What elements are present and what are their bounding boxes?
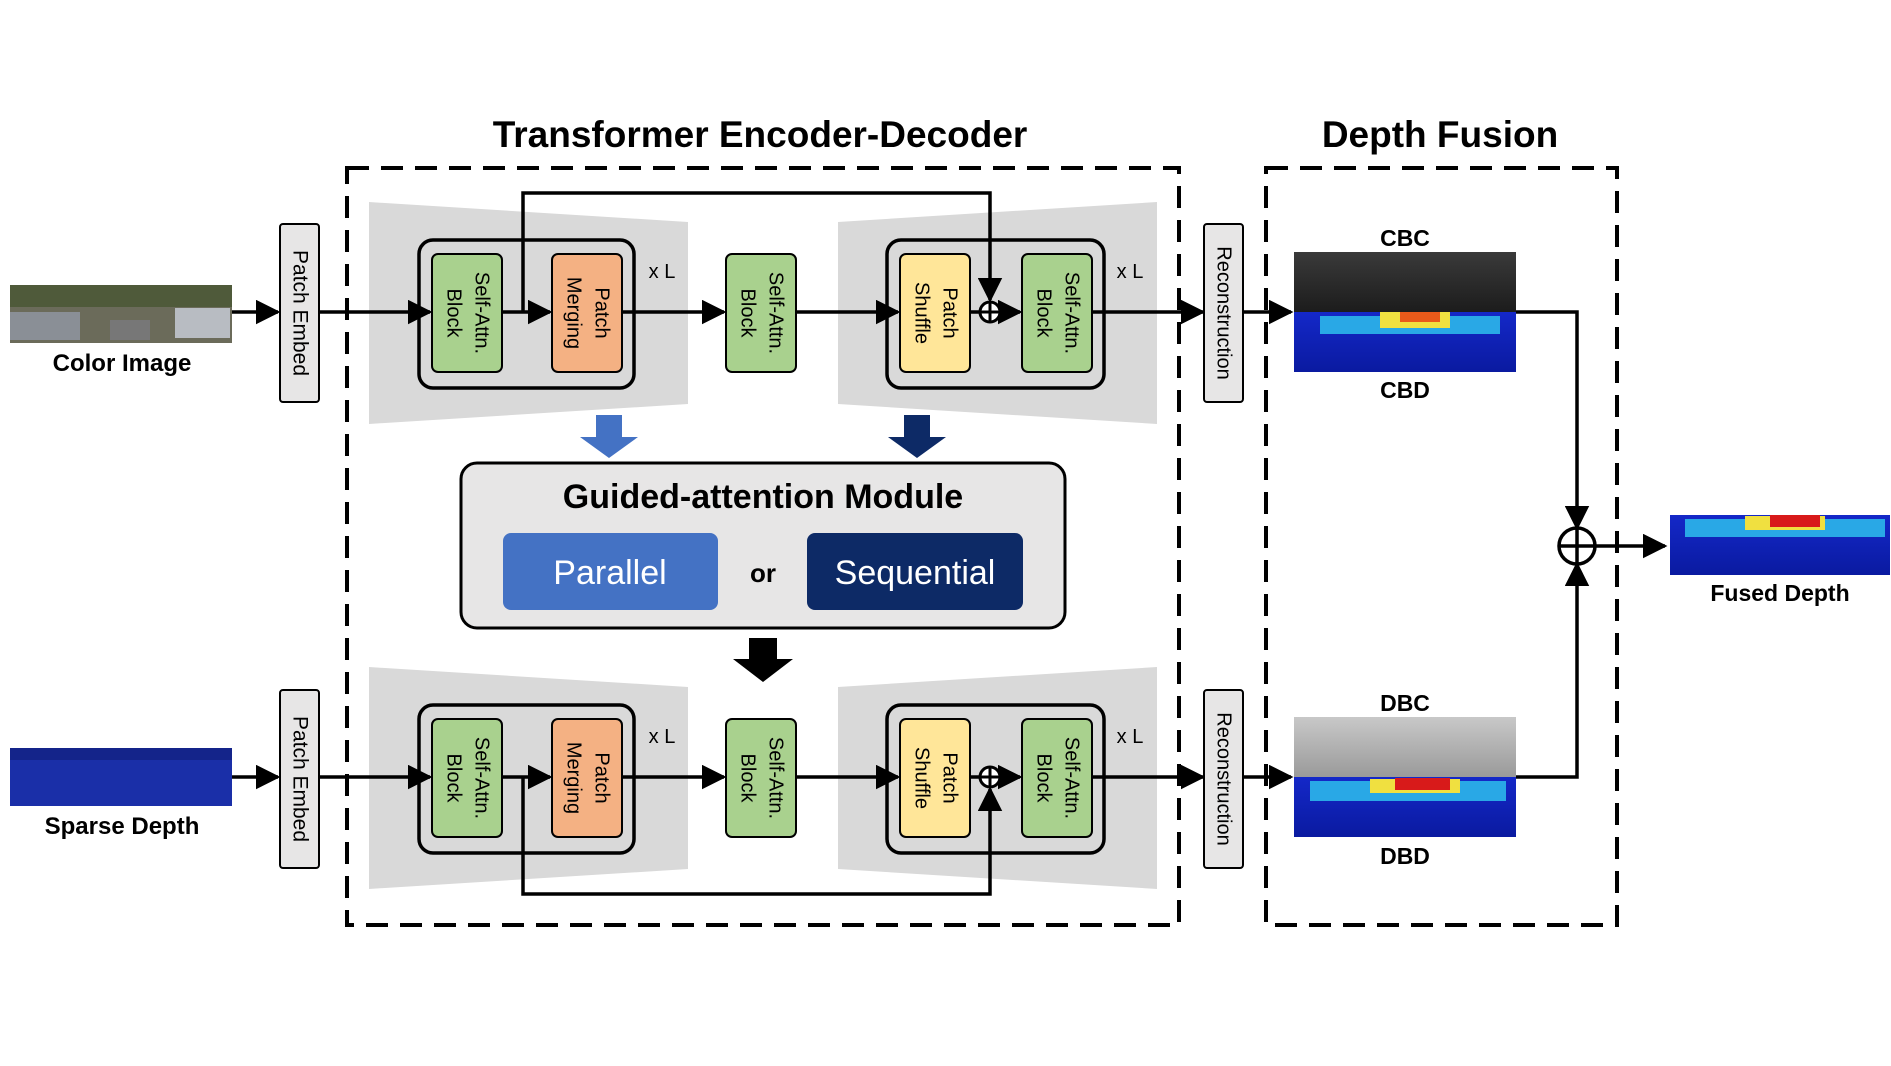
or-label: or bbox=[750, 558, 776, 588]
fused-depth-map bbox=[1670, 515, 1890, 575]
svg-text:Patch Embed: Patch Embed bbox=[288, 250, 311, 376]
patch-embed-top: Patch Embed bbox=[279, 223, 320, 403]
svg-text:Patch Embed: Patch Embed bbox=[288, 716, 311, 842]
dbc-map bbox=[1294, 717, 1516, 777]
repeat-dec-bottom: x L bbox=[1117, 726, 1144, 748]
patch-shuffle-top: Patch Shuffle bbox=[899, 253, 971, 373]
arrow-down-module bbox=[733, 638, 793, 682]
svg-text:Block: Block bbox=[737, 289, 759, 339]
svg-text:Merging: Merging bbox=[563, 277, 585, 349]
svg-text:Block: Block bbox=[443, 754, 465, 804]
svg-text:Block: Block bbox=[1033, 289, 1055, 339]
cbd-map bbox=[1294, 312, 1516, 372]
guided-attention-title: Guided-attention Module bbox=[563, 478, 963, 516]
dbc-label: DBC bbox=[1380, 690, 1430, 716]
svg-text:Patch: Patch bbox=[591, 287, 613, 338]
cbc-map bbox=[1294, 252, 1516, 312]
svg-text:Patch: Patch bbox=[939, 287, 961, 338]
svg-text:Block: Block bbox=[1033, 754, 1055, 804]
depth-fusion-heading: Depth Fusion bbox=[1322, 114, 1558, 155]
self-attn-block-enc-bottom: Self-Attn. Block bbox=[431, 718, 503, 838]
svg-text:Self-Attn.: Self-Attn. bbox=[765, 272, 787, 354]
self-attn-block-dec-top: Self-Attn. Block bbox=[1021, 253, 1093, 373]
svg-text:Self-Attn.: Self-Attn. bbox=[471, 272, 493, 354]
arrow-down-decoder bbox=[888, 415, 946, 458]
svg-text:Self-Attn.: Self-Attn. bbox=[1061, 272, 1083, 354]
cbd-label: CBD bbox=[1380, 377, 1430, 403]
sequential-option: Sequential bbox=[807, 533, 1023, 610]
encoder-decoder-heading: Transformer Encoder-Decoder bbox=[493, 114, 1028, 155]
svg-text:Self-Attn.: Self-Attn. bbox=[765, 737, 787, 819]
repeat-dec-top: x L bbox=[1117, 261, 1144, 283]
self-attn-block-enc-top: Self-Attn. Block bbox=[431, 253, 503, 373]
color-image-label: Color Image bbox=[53, 350, 192, 377]
cbc-label: CBC bbox=[1380, 225, 1430, 251]
self-attn-block-mid-top: Self-Attn. Block bbox=[725, 253, 797, 373]
svg-text:Patch: Patch bbox=[591, 752, 613, 803]
repeat-enc-top: x L bbox=[649, 261, 676, 283]
svg-text:Reconstruction: Reconstruction bbox=[1213, 712, 1235, 845]
svg-text:Patch: Patch bbox=[939, 752, 961, 803]
fusion-arrows bbox=[1516, 310, 1668, 779]
patch-merging-top: Patch Merging bbox=[551, 253, 623, 373]
repeat-enc-bottom: x L bbox=[649, 726, 676, 748]
patch-shuffle-bottom: Patch Shuffle bbox=[899, 718, 971, 838]
self-attn-block-dec-bottom: Self-Attn. Block bbox=[1021, 718, 1093, 838]
encoder-decoder-frame bbox=[345, 166, 1181, 927]
arrow-down-encoder bbox=[580, 415, 638, 458]
svg-text:Block: Block bbox=[737, 754, 759, 804]
color-image-thumbnail bbox=[10, 285, 232, 343]
svg-text:Merging: Merging bbox=[563, 742, 585, 814]
bottom-flow-arrows bbox=[232, 764, 1206, 896]
reconstruction-bottom: Reconstruction bbox=[1203, 689, 1244, 869]
sparse-depth-thumbnail bbox=[10, 748, 232, 806]
add-node-top bbox=[978, 300, 1002, 324]
dbd-label: DBD bbox=[1380, 843, 1430, 869]
svg-text:Sequential: Sequential bbox=[835, 554, 996, 592]
sparse-depth-label: Sparse Depth bbox=[45, 813, 200, 840]
svg-text:Self-Attn.: Self-Attn. bbox=[1061, 737, 1083, 819]
fusion-add-node bbox=[1557, 526, 1597, 566]
patch-embed-bottom: Patch Embed bbox=[279, 689, 320, 869]
reconstruction-top: Reconstruction bbox=[1203, 223, 1244, 403]
svg-text:Block: Block bbox=[443, 289, 465, 339]
top-flow-arrows bbox=[232, 191, 1206, 325]
add-node-bottom bbox=[978, 765, 1002, 789]
self-attn-block-mid-bottom: Self-Attn. Block bbox=[725, 718, 797, 838]
dbd-map bbox=[1294, 777, 1516, 837]
svg-text:Shuffle: Shuffle bbox=[911, 282, 933, 344]
svg-text:Parallel: Parallel bbox=[553, 554, 666, 592]
fused-depth-label: Fused Depth bbox=[1710, 580, 1849, 606]
svg-text:Reconstruction: Reconstruction bbox=[1213, 246, 1235, 379]
svg-text:Shuffle: Shuffle bbox=[911, 747, 933, 809]
patch-merging-bottom: Patch Merging bbox=[551, 718, 623, 838]
svg-text:Self-Attn.: Self-Attn. bbox=[471, 737, 493, 819]
parallel-option: Parallel bbox=[503, 533, 718, 610]
